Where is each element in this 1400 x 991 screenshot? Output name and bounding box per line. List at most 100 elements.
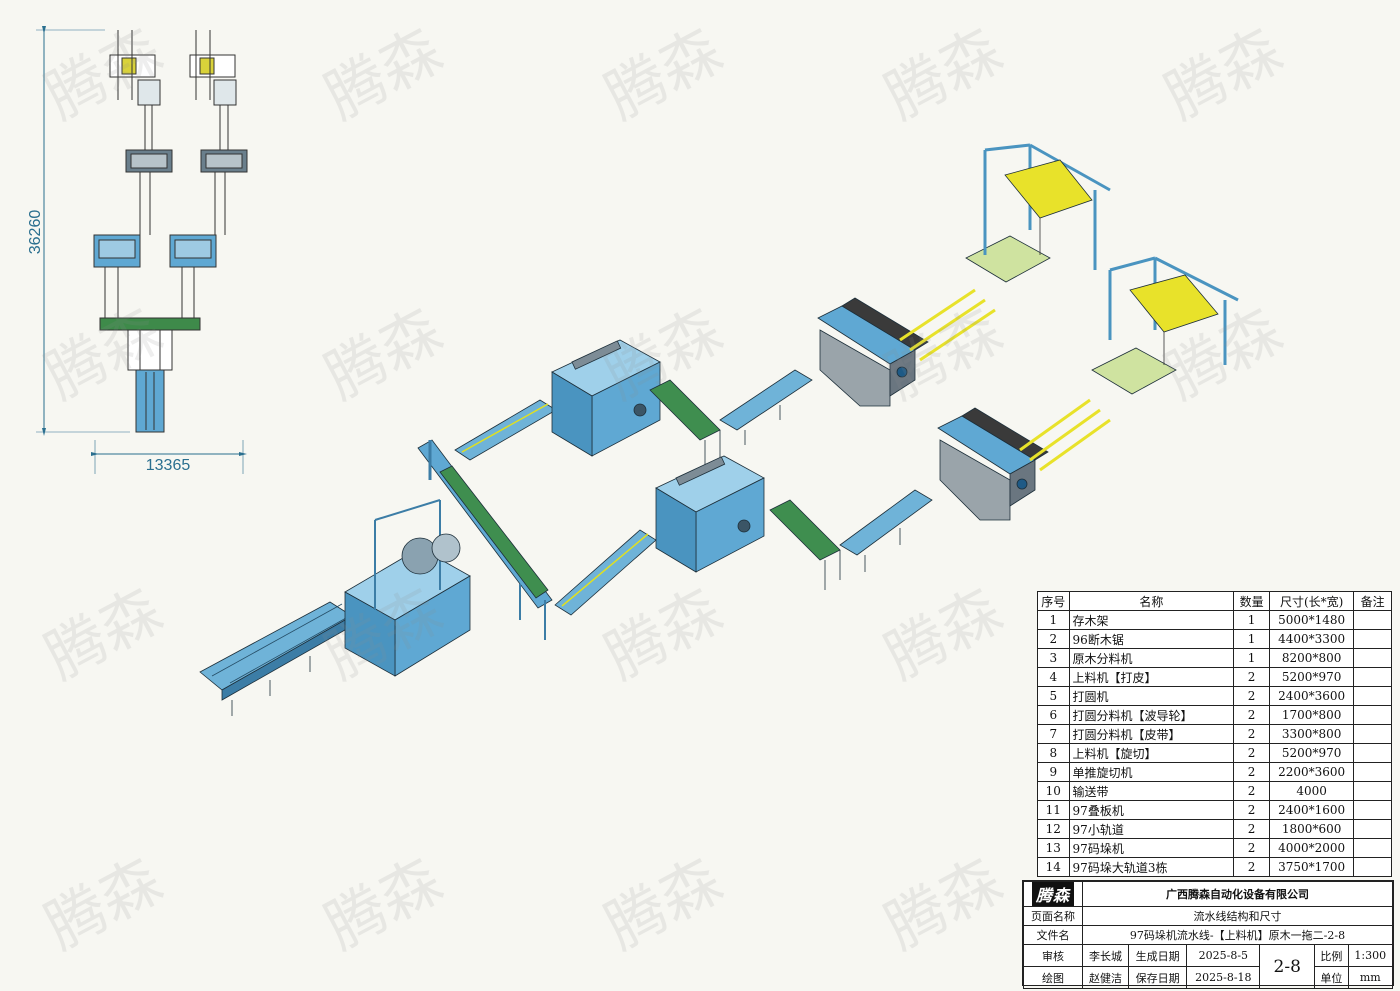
bom-cell: 6 — [1037, 705, 1070, 725]
bom-cell: 9 — [1037, 762, 1070, 782]
bom-cell — [1353, 705, 1392, 725]
scale-label: 比例 — [1314, 944, 1349, 967]
bom-cell: 12 — [1037, 819, 1070, 839]
bom-cell: 单推旋切机 — [1068, 762, 1235, 782]
bom-cell: 7 — [1037, 724, 1070, 744]
bom-cell — [1353, 667, 1392, 687]
bom-cell — [1353, 800, 1392, 820]
bom-cell: 13 — [1037, 838, 1070, 858]
gen-date: 2025-8-5 — [1186, 944, 1261, 967]
bom-cell: 2 — [1233, 762, 1270, 782]
watermark-text: 腾森 — [34, 845, 173, 963]
watermark-text: 腾森 — [874, 845, 1013, 963]
bom-cell: 97码垛机 — [1068, 838, 1235, 858]
bom-cell: 96断木锯 — [1068, 629, 1235, 649]
bom-cell: 5200*970 — [1268, 667, 1355, 687]
bom-cell: 1 — [1233, 629, 1270, 649]
bom-cell: 2 — [1233, 724, 1270, 744]
bom-header-cell: 数量 — [1233, 591, 1270, 611]
bom-cell: 5 — [1037, 686, 1070, 706]
dimension-lines — [36, 26, 247, 474]
bom-cell: 1800*600 — [1268, 819, 1355, 839]
bom-cell: 2400*3600 — [1268, 686, 1355, 706]
bom-header-cell: 备注 — [1353, 591, 1392, 611]
dimension-width-label: 13365 — [146, 457, 191, 474]
bom-cell: 2 — [1233, 857, 1270, 877]
machine-log-rack — [199, 601, 353, 716]
save-date-label: 保存日期 — [1127, 966, 1188, 989]
bom-cell: 2 — [1233, 705, 1270, 725]
bom-cell: 打圆分料机【皮带】 — [1068, 724, 1235, 744]
bom-cell: 2200*3600 — [1268, 762, 1355, 782]
bom-cell — [1353, 762, 1392, 782]
upper-line — [454, 143, 1111, 470]
bom-cell: 10 — [1037, 781, 1070, 801]
bom-cell: 8200*800 — [1268, 648, 1355, 668]
bom-cell — [1353, 819, 1392, 839]
watermark-text: 腾森 — [314, 845, 453, 963]
bom-cell: 2 — [1233, 743, 1270, 763]
unit-label: 单位 — [1314, 966, 1349, 989]
bom-cell: 14 — [1037, 857, 1070, 877]
bom-cell: 2 — [1233, 819, 1270, 839]
save-date: 2025-8-18 — [1186, 966, 1261, 989]
file-name: 97码垛机流水线-【上料机】原木一拖二-2-8 — [1082, 925, 1393, 945]
bom-cell: 97小轨道 — [1068, 819, 1235, 839]
bom-cell: 上料机【打皮】 — [1068, 667, 1235, 687]
watermark-text: 腾森 — [874, 15, 1013, 133]
watermark-text: 腾森 — [314, 15, 453, 133]
bom-cell: 5000*1480 — [1268, 610, 1355, 630]
bom-cell: 1700*800 — [1268, 705, 1355, 725]
bom-cell — [1353, 686, 1392, 706]
bom-cell: 原木分料机 — [1068, 648, 1235, 668]
bom-cell: 2 — [1233, 781, 1270, 801]
page-name: 流水线结构和尺寸 — [1082, 906, 1393, 926]
title-block: 腾森 广西腾森自动化设备有限公司 页面名称 流水线结构和尺寸 文件名 97码垛机… — [1022, 880, 1394, 989]
bom-cell: 3750*1700 — [1268, 857, 1355, 877]
bom-cell: 4000 — [1268, 781, 1355, 801]
watermark-text: 腾森 — [1154, 15, 1293, 133]
bom-cell: 3300*800 — [1268, 724, 1355, 744]
bom-cell — [1353, 629, 1392, 649]
bom-cell: 输送带 — [1068, 781, 1235, 801]
bom-cell — [1353, 724, 1392, 744]
machine-log-splitter — [417, 439, 553, 640]
bom-cell — [1353, 781, 1392, 801]
watermark-text: 腾森 — [314, 295, 453, 413]
bom-cell: 打圆分料机【波导轮】 — [1068, 705, 1235, 725]
bom-cell — [1353, 610, 1392, 630]
bom-cell: 2 — [1233, 838, 1270, 858]
bom-cell: 4 — [1037, 667, 1070, 687]
gen-date-label: 生成日期 — [1127, 944, 1188, 967]
bom-cell: 2 — [1233, 800, 1270, 820]
watermark-text: 腾森 — [34, 575, 173, 693]
bom-cell: 8 — [1037, 743, 1070, 763]
machine-cutoff-saw — [344, 499, 471, 677]
isometric-view — [199, 143, 1239, 716]
bom-cell: 打圆机 — [1068, 686, 1235, 706]
watermark-text: 腾森 — [594, 15, 733, 133]
company-logo: 腾森 — [1031, 882, 1074, 906]
reviewer-label: 审核 — [1023, 944, 1083, 967]
watermark-text: 腾森 — [874, 575, 1013, 693]
drawer: 赵健洁 — [1082, 966, 1129, 989]
sheet-number: 2-8 — [1259, 944, 1316, 989]
bom-header-row: 序号 名称 数量 尺寸(长*宽) 备注 — [1037, 591, 1392, 611]
bom-cell: 3 — [1037, 648, 1070, 668]
lower-line — [554, 256, 1239, 616]
scale: 1:300 — [1347, 944, 1394, 967]
